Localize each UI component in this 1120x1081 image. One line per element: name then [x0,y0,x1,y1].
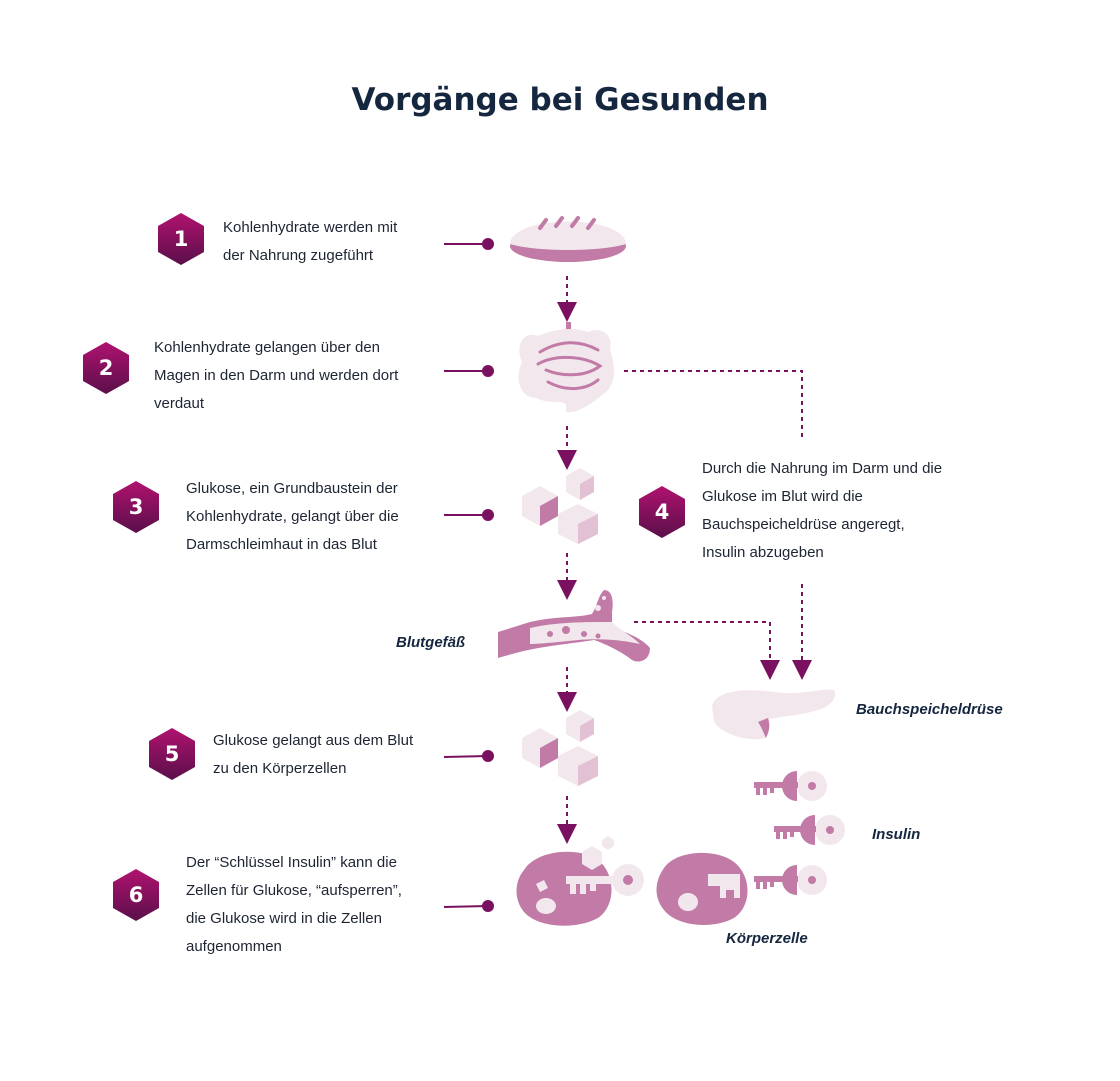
step-number: 1 [173,227,189,251]
text-line: aufgenommen [186,938,282,955]
flow-arrows [557,276,812,844]
text-line: Glukose im Blut wird die [702,488,863,505]
page-title: Vorgänge bei Gesunden [351,82,769,118]
text-line: Insulin abzugeben [702,544,824,561]
text-line: Glukose, ein Grundbaustein der [186,480,398,497]
step-4-text: Durch die Nahrung im Darm und die Glukos… [702,455,942,567]
step-number: 2 [98,356,114,380]
blood-vessel-icon [498,590,650,662]
step-2-text: Kohlenhydrate gelangen über den Magen in… [154,334,398,418]
pancreas-icon [712,689,836,740]
text-line: Kohlenhydrate werden mit [223,219,398,236]
step-5-text: Glukose gelangt aus dem Blut zu den Körp… [213,727,413,783]
step-number: 3 [128,495,144,519]
text-connectors [443,238,494,912]
body-cell-label: Körperzelle [726,930,808,947]
step-badges [83,213,685,921]
pancreas-label: Bauchspeicheldrüse [856,701,1003,718]
intestine-icon [518,322,614,413]
step-badge-3: 3 [112,482,160,532]
text-line: Kohlenhydrate, gelangt über die [186,508,399,525]
glucose-cubes-icon [522,710,598,786]
step-badge-1: 1 [157,214,205,264]
text-line: Zellen für Glukose, “aufsperren”, [186,882,402,899]
body-cell-icon [656,852,748,925]
step-number: 6 [128,883,144,907]
step-3-text: Glukose, ein Grundbaustein der Kohlenhyd… [186,475,399,559]
step-1-text: Kohlenhydrate werden mit der Nahrung zug… [223,214,397,270]
text-line: der Nahrung zugeführt [223,247,374,264]
bread-icon [510,216,626,262]
step-badge-4: 4 [638,487,686,537]
key-icon [774,815,845,845]
text-line: Kohlenhydrate gelangen über den [154,339,381,356]
step-badge-2: 2 [82,343,130,393]
step-number: 5 [164,742,180,766]
step-number: 4 [654,500,670,524]
step-badge-5: 5 [148,729,196,779]
blood-vessel-label: Blutgefäß [396,634,466,651]
text-line: Bauchspeicheldrüse angeregt, [702,516,905,533]
text-line: die Glukose wird in die Zellen [186,910,382,927]
step-6-text: Der “Schlüssel Insulin” kann die Zellen … [186,849,402,961]
text-line: Magen in den Darm und werden dort [154,367,399,384]
key-icon [754,865,827,895]
body-cell-icon [516,836,644,926]
text-line: Der “Schlüssel Insulin” kann die [186,854,397,871]
text-line: Glukose gelangt aus dem Blut [213,732,414,749]
text-line: Durch die Nahrung im Darm und die [702,460,943,477]
step-badge-6: 6 [112,870,160,920]
text-line: zu den Körperzellen [213,760,347,777]
key-icon [754,771,827,801]
text-line: verdaut [154,395,205,412]
insulin-label: Insulin [872,826,921,843]
glucose-cubes-icon [522,468,598,544]
text-line: Darmschleimhaut in das Blut [186,536,377,553]
